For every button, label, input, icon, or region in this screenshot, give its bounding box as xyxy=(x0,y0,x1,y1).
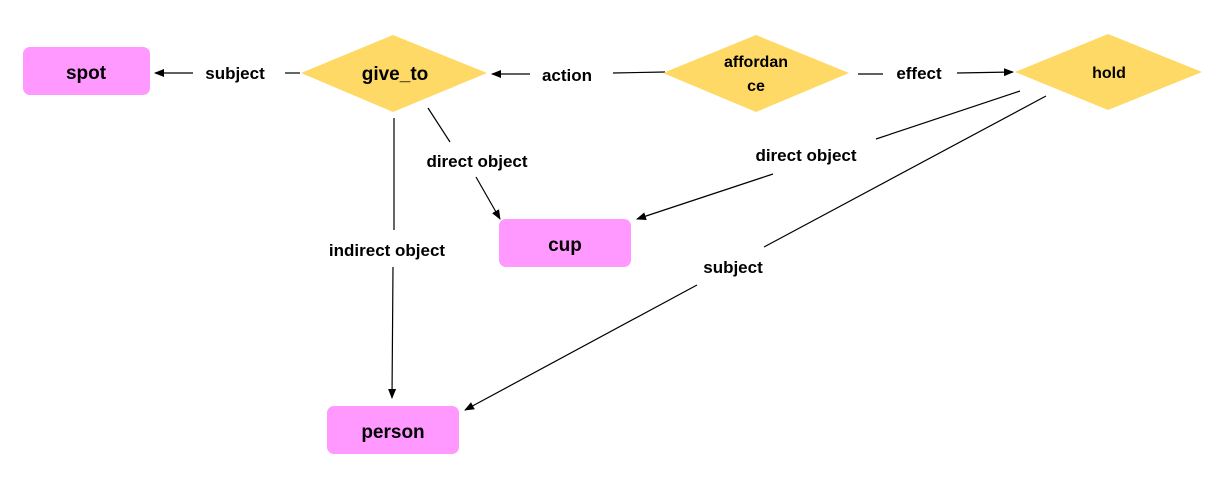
node-person[interactable]: person xyxy=(327,406,459,454)
node-give-to[interactable]: give_to xyxy=(301,35,487,112)
node-cup[interactable]: cup xyxy=(499,219,631,267)
node-affordance-label-line1: affordan xyxy=(724,54,788,71)
edge-hold-person: subject xyxy=(464,95,1047,411)
edge-give-to-spot: subject xyxy=(154,64,300,83)
node-give-to-label: give_to xyxy=(362,64,429,85)
edge-label-direct-object-1: direct object xyxy=(426,152,527,171)
node-spot-label: spot xyxy=(66,63,107,84)
edge-give-to-cup: direct object xyxy=(426,107,528,220)
node-hold-label: hold xyxy=(1092,65,1126,82)
edge-give-to-person: indirect object xyxy=(329,118,446,399)
node-spot[interactable]: spot xyxy=(23,47,150,95)
edge-hold-cup: direct object xyxy=(636,90,1021,220)
node-cup-label: cup xyxy=(548,235,582,256)
edge-label-indirect-object: indirect object xyxy=(329,241,446,260)
edge-label-effect: effect xyxy=(896,64,942,83)
node-affordance-label-line2: ce xyxy=(747,78,765,95)
edge-affordance-give-to: action xyxy=(491,66,666,85)
edge-label-action: action xyxy=(542,66,592,85)
edge-label-direct-object-2: direct object xyxy=(755,146,856,165)
edge-label-subject: subject xyxy=(205,64,265,83)
edge-affordance-hold: effect xyxy=(858,64,1014,83)
edge-label-subject-2: subject xyxy=(703,258,763,277)
node-affordance[interactable]: affordan ce xyxy=(663,35,849,112)
node-hold[interactable]: hold xyxy=(1015,34,1202,110)
node-person-label: person xyxy=(361,422,424,443)
